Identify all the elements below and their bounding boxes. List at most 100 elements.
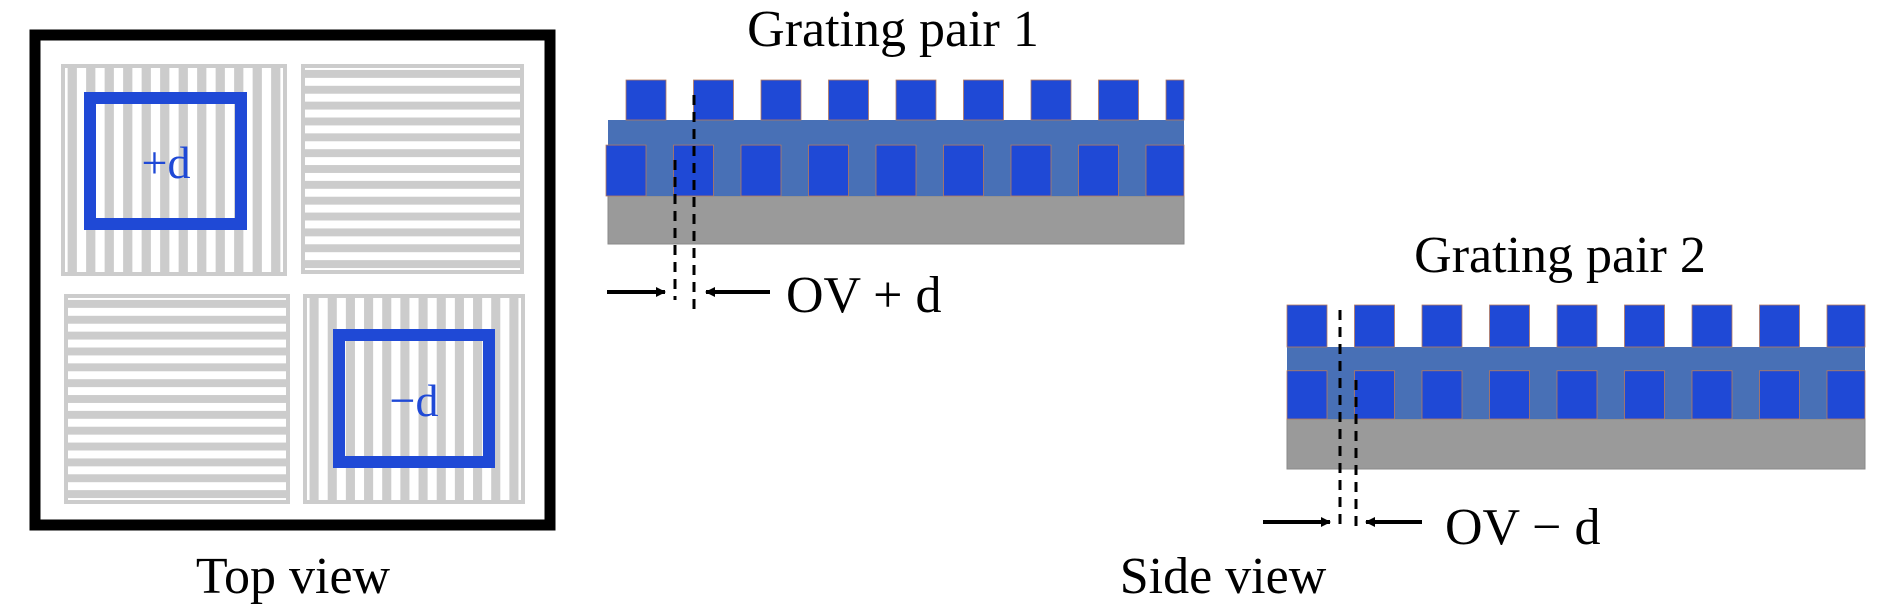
grating-stripe [303,165,522,173]
bottom-grating-line [605,144,647,197]
grating-stripe [66,410,288,419]
top-grating-line [1556,304,1598,348]
bottom-grating-line [1010,144,1052,197]
grating-stripe [104,66,114,274]
grating-pair-1: Grating pair 1 OV + d [605,1,1185,324]
top-grating-line [1030,79,1072,121]
top-grating-line [1826,304,1866,348]
top-grating-line [1489,304,1530,348]
bottom-grating-line [1354,370,1395,420]
grating-stripe [436,296,446,502]
grating-stripe [491,296,501,502]
grating-stripe [303,101,522,110]
top-grating-line [1165,79,1185,121]
top-grating-line [1098,79,1139,121]
grating-pair-2-stack [1286,304,1866,470]
bottom-grating-line [1489,370,1530,420]
grating-stripe [303,212,522,221]
grating-stripe [123,66,133,274]
quadrant-bottom-right [303,294,525,504]
top-view-caption: Top view [196,548,391,605]
quadrant-bottom-left [64,294,290,504]
grating-stripe [66,331,288,340]
grating-stripe [303,117,522,126]
top-view: +d −d Top view [29,29,556,605]
grating-stripe [66,474,288,483]
bottom-grating-line [1145,144,1185,197]
grating-stripe [454,296,464,502]
bottom-grating-line [875,144,917,197]
quadrant-top-right [301,64,524,274]
bottom-grating-line [740,144,782,197]
top-grating-line [1691,304,1733,348]
grating-pair-2-title: Grating pair 2 [1414,227,1706,284]
top-grating-line [625,79,667,121]
grating-stripe [66,426,288,435]
grating-pair-2: Grating pair 2 OV − d [1263,227,1866,556]
grating-stripe [303,260,522,269]
bottom-grating-line [943,144,984,197]
top-grating-line [1624,304,1665,348]
bottom-grating-line [1691,370,1733,420]
grating-stripe [303,133,522,142]
pair-2-overlay-label: OV − d [1445,499,1601,556]
grating-stripe [364,296,374,502]
top-grating-line [760,79,802,121]
grating-stripe [66,379,288,388]
bottom-grating-line [1826,370,1866,420]
grating-stripe [303,149,522,158]
top-grating-line [1286,304,1328,348]
substrate [1286,418,1866,470]
top-grating-line [963,79,1004,121]
grating-stripe [178,66,188,274]
grating-stripe [141,66,151,274]
grating-stripe [66,299,288,308]
bottom-grating-line [1556,370,1598,420]
minus-d-marker-box [333,329,495,468]
top-grating-line [895,79,937,121]
bottom-grating-line [1421,370,1463,420]
grating-stripe [67,66,77,274]
grating-stripe [400,296,410,502]
grating-stripe [197,66,207,274]
bottom-grating-line [808,144,849,197]
grating-stripe [382,296,392,502]
grating-stripe [303,180,522,189]
plus-d-marker-box [84,92,247,230]
grating-stripe [418,296,428,502]
bottom-grating-line [1078,144,1119,197]
grating-pair-1-title: Grating pair 1 [747,1,1039,58]
pair-1-overlay-label: OV + d [786,267,942,324]
side-view-caption: Side view [1120,548,1327,605]
top-grating-line [828,79,869,121]
grating-stripe [271,66,281,274]
top-grating-line [693,79,734,121]
grating-stripe [252,66,262,274]
quadrant-border [303,294,525,504]
grating-stripe [327,296,337,502]
minus-d-marker-label: −d [390,375,439,426]
grating-stripe [345,296,355,502]
grating-stripe [473,296,483,502]
top-grating-line [1759,304,1800,348]
bottom-grating-line [1759,370,1800,420]
grating-stripe [66,490,288,499]
grating-stripe [303,85,522,94]
grating-stripe [303,196,522,205]
top-grating-line [1354,304,1395,348]
plus-d-marker-label: +d [142,137,191,188]
grating-stripe [66,363,288,372]
top-grating-line [1421,304,1463,348]
grating-stripe [66,347,288,356]
grating-stripe [303,228,522,237]
grating-stripe [303,244,522,253]
grating-stripe [66,395,288,403]
grating-stripe [215,66,225,274]
grating-stripe [509,296,519,502]
grating-pair-1-stack [605,79,1185,245]
bottom-grating-line [1286,370,1328,420]
grating-stripe [303,69,522,78]
grating-stripe [309,296,319,502]
grating-stripe [66,315,288,324]
